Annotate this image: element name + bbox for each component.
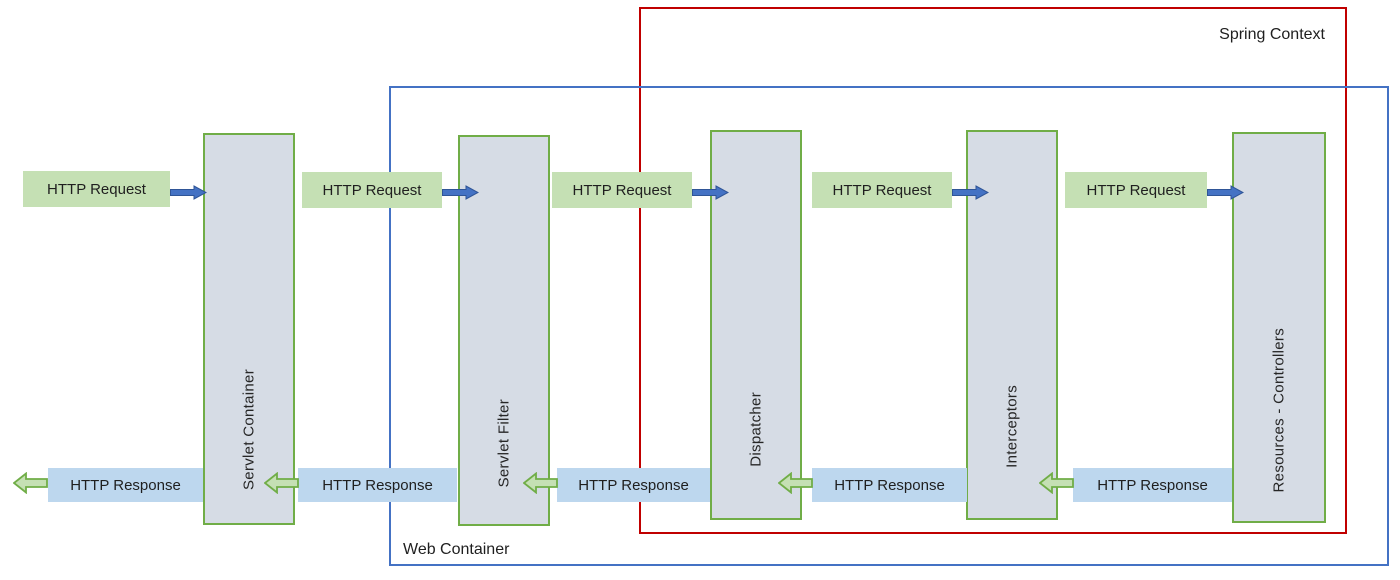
http-response-badge: HTTP Response — [557, 468, 710, 502]
http-request-badge: HTTP Request — [552, 172, 692, 208]
request-arrow-icon — [170, 185, 207, 200]
request-arrow-icon — [1207, 185, 1244, 200]
request-arrow-icon — [952, 185, 989, 200]
http-request-badge: HTTP Request — [302, 172, 442, 208]
component-label: Servlet Container — [240, 369, 258, 490]
response-arrow-icon — [778, 472, 813, 494]
http-request-badge: HTTP Request — [23, 171, 170, 207]
response-arrow-icon — [523, 472, 558, 494]
component-box-servlet-filter: Servlet Filter — [458, 135, 550, 526]
component-label: Resources - Controllers — [1270, 327, 1288, 492]
spring-context-boundary — [639, 7, 1347, 534]
http-response-badge: HTTP Response — [298, 468, 457, 502]
response-arrow-icon — [13, 472, 48, 494]
component-box-dispatcher: Dispatcher — [710, 130, 802, 520]
request-arrow-icon — [442, 185, 479, 200]
http-response-badge: HTTP Response — [812, 468, 967, 502]
http-response-badge: HTTP Response — [48, 468, 203, 502]
http-request-badge: HTTP Request — [812, 172, 952, 208]
web-container-label: Web Container — [403, 541, 510, 558]
response-arrow-icon — [264, 472, 299, 494]
http-response-badge: HTTP Response — [1073, 468, 1232, 502]
http-request-badge: HTTP Request — [1065, 172, 1207, 208]
request-arrow-icon — [692, 185, 729, 200]
component-label: Dispatcher — [747, 392, 765, 467]
response-arrow-icon — [1039, 472, 1074, 494]
component-label: Interceptors — [1003, 385, 1021, 468]
component-box-servlet-container: Servlet Container — [203, 133, 295, 525]
spring-context-label: Spring Context — [1219, 26, 1325, 43]
component-box-resources-controllers: Resources - Controllers — [1232, 132, 1326, 523]
web-container-boundary — [389, 86, 1389, 566]
component-label: Servlet Filter — [495, 398, 513, 487]
